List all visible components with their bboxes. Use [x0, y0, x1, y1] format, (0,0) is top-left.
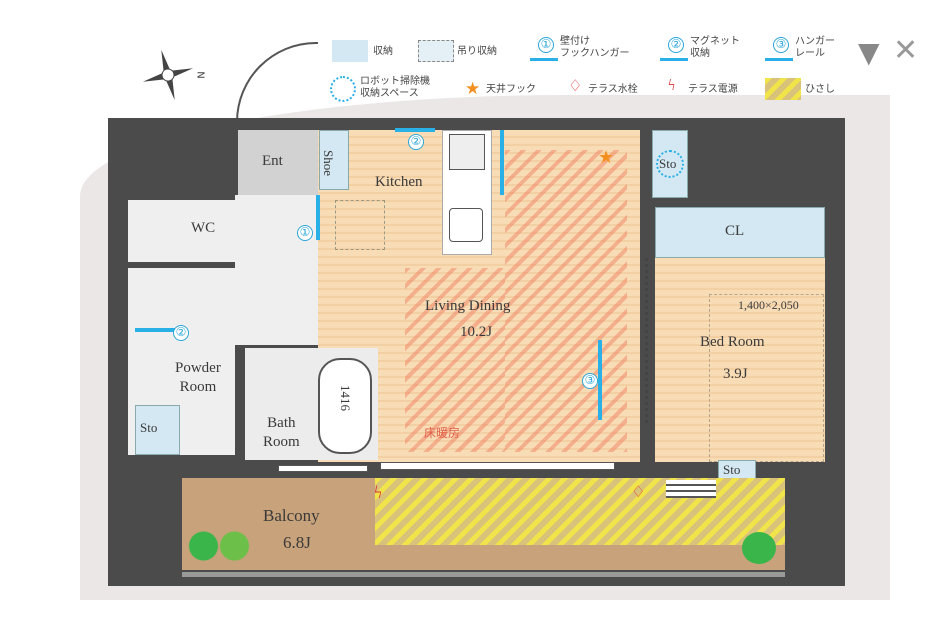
- sto-top-label: Sto: [659, 156, 677, 171]
- water-drop-icon: ♢: [631, 484, 646, 501]
- shoe-label: Shoe: [321, 150, 336, 176]
- floor-heating-area-2: [405, 268, 505, 452]
- sto-bed-label: Sto: [723, 462, 741, 477]
- fridge-space: [335, 200, 385, 250]
- legend-awning: ひさし: [805, 84, 835, 95]
- dropdown-arrow-icon[interactable]: ▼: [858, 36, 880, 69]
- legend-terrace-water: テラス水栓: [588, 84, 638, 95]
- living-label: Living Dining: [425, 298, 511, 314]
- cl-label: CL: [725, 223, 745, 239]
- floor-heating-label: 床暖房: [424, 426, 461, 440]
- bedroom-partition: [645, 258, 648, 423]
- kitchen-magnet-line: [500, 130, 504, 195]
- kitchen-label: Kitchen: [375, 174, 423, 190]
- marker-1-corridor: ①: [297, 225, 313, 241]
- awning-area: [375, 478, 785, 545]
- wc-label: WC: [191, 220, 216, 236]
- legend-hanging-storage: 吊り収納: [457, 46, 497, 57]
- wc-room: [128, 200, 235, 262]
- ent-label: Ent: [262, 153, 283, 169]
- legend-storage: 収納: [373, 46, 393, 57]
- bathtub-size: 1416: [338, 385, 353, 411]
- window: [278, 465, 368, 472]
- marker-3-living: ③: [582, 373, 598, 389]
- entry-door: [236, 42, 318, 122]
- legend-marker-3: ③: [773, 37, 789, 53]
- stove: [449, 134, 485, 170]
- plant-icon: [188, 530, 250, 562]
- closet: [655, 207, 825, 258]
- floor-heating-area: [505, 150, 627, 452]
- storage-left: [135, 405, 180, 455]
- north-label: N: [194, 71, 206, 79]
- bed-room-size: 3.9J: [723, 366, 748, 382]
- corridor: [235, 195, 318, 345]
- star-icon: ★: [598, 147, 615, 167]
- bed-outline: [709, 294, 824, 462]
- hanger-rail-line: [598, 340, 602, 420]
- legend-line-1: [530, 58, 558, 61]
- legend-storage-swatch: [332, 40, 368, 62]
- lightning-icon: ϟ: [668, 77, 676, 94]
- sto-left-label: Sto: [140, 420, 158, 435]
- legend-robot: ロボット掃除機 収納スペース: [360, 76, 430, 99]
- living-size: 10.2J: [460, 324, 493, 340]
- bed-room-floor: [655, 258, 825, 462]
- bed-room-label: Bed Room: [700, 334, 765, 350]
- legend-line-3: [765, 58, 793, 61]
- legend-marker-1: ①: [538, 37, 554, 53]
- water-drop-icon: ♢: [568, 78, 583, 95]
- legend-magnet: マグネット 収納: [690, 36, 740, 59]
- legend-wall-hook: 壁付け フックハンガー: [560, 36, 630, 59]
- sink: [449, 208, 483, 242]
- legend-awning-swatch: [765, 78, 801, 100]
- legend-hanger-rail: ハンガー レール: [795, 36, 835, 59]
- balcony-label: Balcony: [263, 506, 320, 525]
- window: [380, 462, 615, 470]
- legend-robot-swatch: [330, 76, 356, 102]
- shoe-storage: [319, 130, 349, 190]
- compass-icon: [142, 49, 194, 101]
- bed-dimensions: 1,400×2,050: [738, 298, 799, 312]
- magnet-line: [395, 128, 435, 132]
- balcony-size: 6.8J: [283, 533, 311, 552]
- robot-storage-circle: [656, 150, 684, 178]
- legend-ceiling-hook: 天井フック: [486, 84, 536, 95]
- legend-terrace-power: テラス電源: [688, 84, 738, 95]
- close-icon[interactable]: ✕: [893, 33, 919, 68]
- legend-hanging-swatch: [418, 40, 454, 62]
- legend-marker-2: ②: [668, 37, 684, 53]
- balcony-rail: [182, 572, 785, 577]
- powder-room-label: Powder Room: [175, 360, 221, 395]
- magnet-line-powder: [135, 328, 175, 332]
- wall-hook-line: [316, 195, 320, 240]
- bath-room-label: Bath Room: [263, 415, 300, 450]
- plant-icon: [742, 532, 776, 564]
- compass: N: [138, 45, 206, 105]
- marker-2-kitchen: ②: [408, 134, 424, 150]
- bathtub: [318, 358, 372, 454]
- window: [666, 480, 716, 498]
- lightning-icon: ϟ: [374, 482, 383, 502]
- entrance: [238, 130, 318, 195]
- marker-2-powder: ②: [173, 325, 189, 341]
- legend-line-2: [660, 58, 688, 61]
- star-icon: ★: [465, 79, 481, 98]
